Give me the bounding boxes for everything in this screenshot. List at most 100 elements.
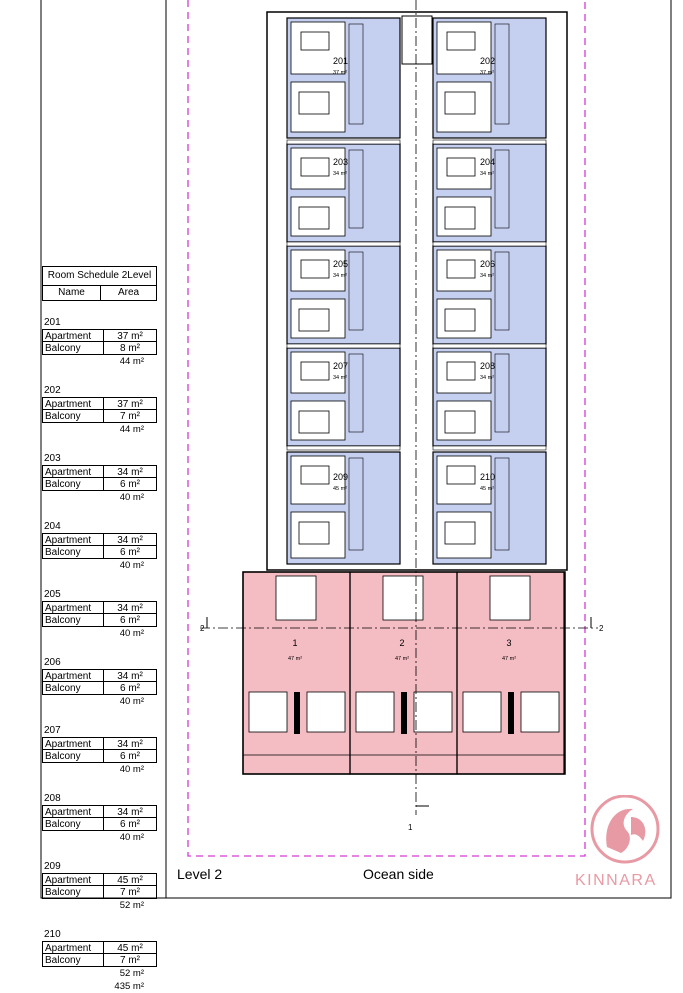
villa-unit: 347 m² — [456, 571, 565, 775]
schedule-row-area: 34 m² — [103, 669, 157, 682]
schedule-group-name: 210 — [44, 929, 61, 940]
schedule-row-label: Apartment — [42, 601, 103, 614]
section-label-right: 2 — [599, 624, 604, 633]
schedule-row-label: Apartment — [42, 669, 103, 682]
sofa-icon — [300, 157, 330, 177]
schedule-row-area: 6 m² — [103, 818, 157, 831]
schedule-row-area: 6 m² — [103, 614, 157, 627]
schedule-row-label: Balcony — [42, 954, 103, 967]
level-label: Level 2 — [177, 866, 223, 882]
schedule-group-total: 40 m² — [119, 764, 144, 775]
sofa-icon — [446, 465, 476, 485]
sofa-icon — [446, 31, 476, 51]
unit-number: 208 — [480, 361, 495, 371]
sofa-icon — [446, 259, 476, 279]
bed-icon — [298, 410, 330, 434]
bed-icon — [444, 206, 476, 230]
villa-area: 47 m² — [502, 656, 516, 662]
section-marker-bottom: 1 — [408, 805, 429, 832]
wall-hatch — [286, 139, 401, 145]
apartment-unit: 203 34 m² — [286, 143, 401, 243]
schedule-group-total: 44 m² — [119, 356, 144, 367]
ocean-side-label: Ocean side — [363, 866, 434, 882]
schedule-group-total: 40 m² — [119, 832, 144, 843]
villa-area: 47 m² — [395, 656, 409, 662]
schedule-col-area: Area — [117, 287, 140, 298]
bed-icon — [298, 206, 330, 230]
schedule-row-label: Balcony — [42, 682, 103, 695]
schedule-row-area: 7 m² — [103, 410, 157, 423]
schedule-group-name: 204 — [44, 521, 61, 532]
schedule-row-label: Apartment — [42, 465, 103, 478]
schedule-group-name: 205 — [44, 589, 61, 600]
stair-icon — [275, 575, 317, 621]
schedule-group-name: 208 — [44, 793, 61, 804]
schedule-row-area: 45 m² — [103, 873, 157, 886]
schedule-row-label: Balcony — [42, 478, 103, 491]
unit-number: 209 — [333, 472, 348, 482]
schedule-row-label: Balcony — [42, 818, 103, 831]
unit-number: 203 — [333, 157, 348, 167]
schedule-row-area: 6 m² — [103, 478, 157, 491]
bed-icon — [444, 410, 476, 434]
schedule-col-name: Name — [43, 286, 101, 300]
schedule-group-total: 52 m² — [119, 900, 144, 911]
bed-icon — [520, 691, 560, 733]
kinnara-logo-icon — [590, 795, 660, 864]
schedule-group-total: 40 m² — [119, 492, 144, 503]
unit-number: 206 — [480, 259, 495, 269]
sofa-icon — [300, 361, 330, 381]
unit-number: 202 — [480, 56, 495, 66]
section-label-bottom: 1 — [408, 823, 413, 832]
section-marker-right: 2 — [590, 617, 604, 633]
schedule-row-area: 7 m² — [103, 954, 157, 967]
schedule-header: Name Area — [42, 286, 157, 301]
villa-area: 47 m² — [288, 656, 302, 662]
sofa-icon — [300, 465, 330, 485]
unit-area: 45 m² — [333, 486, 347, 492]
unit-number: 201 — [333, 56, 348, 66]
schedule-group-name: 202 — [44, 385, 61, 396]
sheet-border — [40, 0, 672, 899]
door-icon — [401, 692, 407, 734]
unit-area: 34 m² — [333, 171, 347, 177]
wall-hatch — [432, 241, 547, 247]
section-label-left: 2 — [200, 624, 205, 633]
schedule-row-area: 34 m² — [103, 737, 157, 750]
unit-area: 34 m² — [333, 273, 347, 279]
bed-icon — [298, 308, 330, 332]
wall-hatch — [286, 445, 401, 451]
bed-icon — [298, 91, 330, 115]
bed-icon — [306, 691, 346, 733]
bed-icon — [444, 91, 476, 115]
apartment-unit: 209 45 m² — [286, 451, 401, 565]
schedule-row-area: 34 m² — [103, 533, 157, 546]
schedule-group-total: 44 m² — [119, 424, 144, 435]
